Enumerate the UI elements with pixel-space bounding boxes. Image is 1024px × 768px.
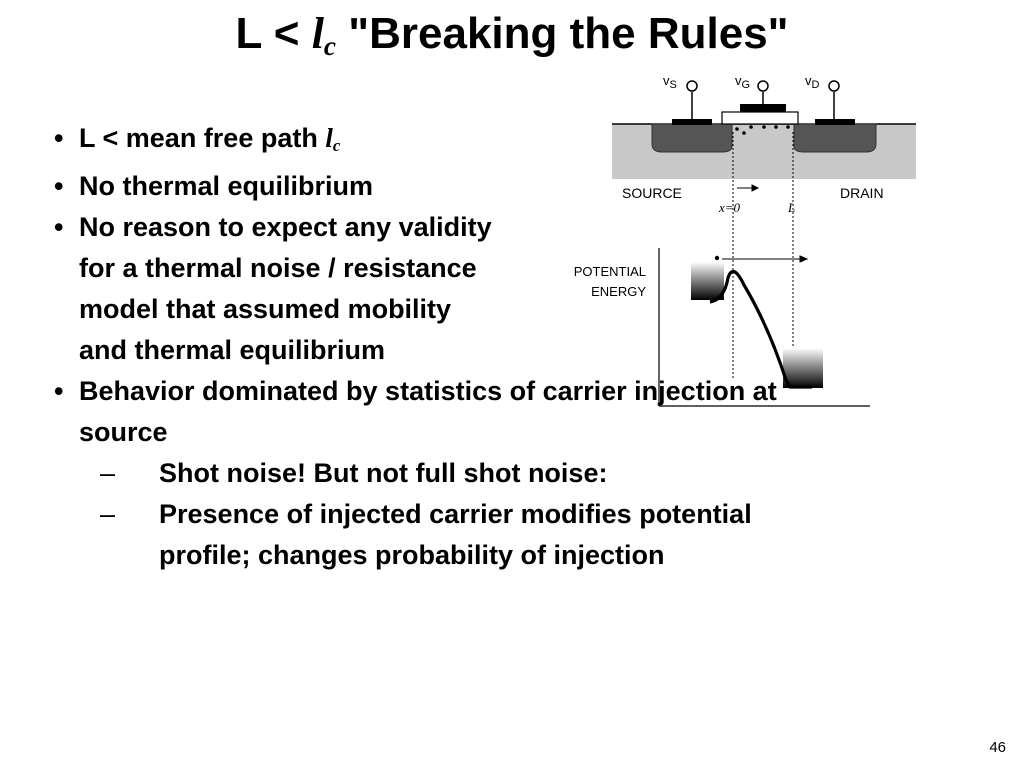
bullet-c-subscript: c [332,136,341,156]
sub-bullet-presence: – Presence of injected carrier modifies … [54,494,819,576]
sub-bullet-list-container: – Shot noise! But not full shot noise: –… [54,453,814,576]
drain-well [793,123,877,153]
energy-arrow [722,255,809,263]
pe-axes [658,248,870,407]
drain-contact [815,119,855,125]
source-well [651,123,733,153]
bullet-lc: lc [325,123,341,156]
pe-label-line1: POTENTIAL [574,264,646,279]
bullet-list: L < mean free path lc No thermal equilib… [54,118,814,576]
terminal-pins [686,80,840,120]
source-contact [672,119,712,125]
page-number: 46 [989,739,1006,756]
potential-profile [709,269,812,389]
length-arrow [737,184,760,192]
title-c-subscript: c [323,30,337,61]
title-suffix: "Breaking the Rules" [336,9,789,58]
dash-marker: – [100,458,116,489]
dash-marker: – [100,499,116,530]
bullet-no-reason: No reason to expect any validity for a t… [54,207,499,371]
bullet-l-italic: l [325,123,333,153]
drain-label: DRAIN [840,185,884,201]
channel-carriers [735,125,790,135]
bullet-behavior: Behavior dominated by statistics of carr… [54,371,814,453]
bullet-no-reason-text: No reason to expect any validity for a t… [79,212,492,366]
vg-label: vG [735,73,750,91]
gate-electrode [740,104,786,112]
title-l-italic: l [311,9,324,58]
vd-label: vD [805,73,820,91]
x0-label: x=0 [718,200,741,215]
gate-oxide [721,111,799,125]
bullet-mfp-text: L < mean free path [79,123,326,153]
sub-bullet-list: – Shot noise! But not full shot noise: –… [54,453,814,576]
injected-carrier [714,255,720,261]
title-prefix: L < [235,9,300,58]
bullet-no-thermal-eq: No thermal equilibrium [54,166,814,207]
title-lc: lc [311,9,337,61]
source-fermi-well [691,262,724,300]
bullet-behavior-text: Behavior dominated by statistics of carr… [79,376,777,448]
vs-label: vS [663,73,677,91]
drain-fermi-well [783,348,823,388]
bullet-mean-free-path: L < mean free path lc [54,118,814,166]
sub-bullet-shot-noise-text: Shot noise! But not full shot noise: [159,458,608,489]
sub-bullet-presence-text: Presence of injected carrier modifies po… [159,499,752,571]
sub-bullet-shot-noise: – Shot noise! But not full shot noise: [54,453,819,494]
source-label: SOURCE [622,185,682,201]
L-label: L [787,200,795,215]
mosfet-figure: vS vG vD SOURCE DRAIN x=0 L POTENTIAL EN… [574,73,916,407]
slide-title: L < lc "Breaking the Rules" [0,9,1024,61]
bullet-no-thermal-eq-text: No thermal equilibrium [79,171,374,202]
pe-label-line2: ENERGY [591,284,646,299]
